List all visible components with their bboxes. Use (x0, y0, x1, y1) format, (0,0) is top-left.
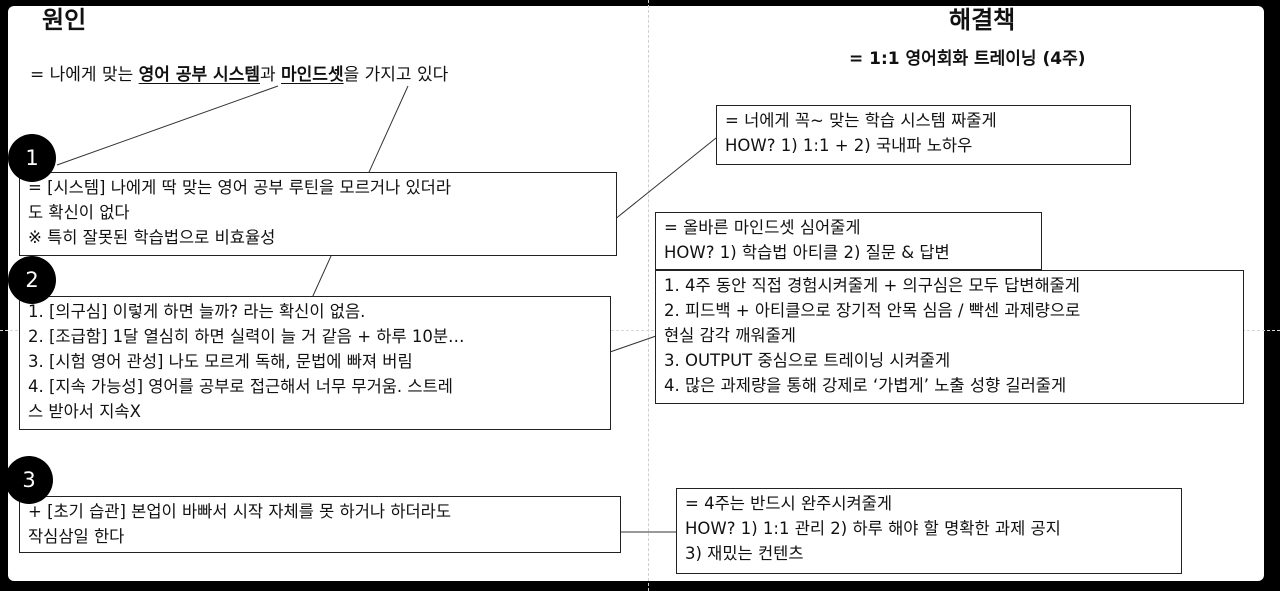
solution-line: = 4주는 반드시 완주시켜줄게 (685, 494, 893, 513)
cause-line: = [시스템] 나에게 딱 맞는 영어 공부 루틴을 모르거나 있더라 (28, 178, 452, 197)
solution-box-1: = 너에게 꼭~ 맞는 학습 시스템 짜줄게 HOW? 1) 1:1 + 2) … (716, 105, 1131, 165)
solution-line: 3) 재밌는 컨텐츠 (685, 544, 804, 563)
solution-line: HOW? 1) 1:1 + 2) 국내파 노하우 (725, 136, 973, 155)
solution-box-3: = 4주는 반드시 완주시켜줄게 HOW? 1) 1:1 관리 2) 하루 해야… (676, 488, 1182, 574)
cause-line: 도 확신이 없다 (28, 203, 130, 222)
row-divider (0, 330, 1280, 331)
cause-summary-text: 과 (259, 65, 282, 85)
solution-line: 3. OUTPUT 중심으로 트레이닝 시켜줄게 (664, 351, 951, 370)
cause-line: 3. [시험 영어 관성] 나도 모르게 독해, 문법에 빠져 버림 (28, 352, 413, 371)
column-divider (648, 0, 649, 591)
solution-line: = 너에게 꼭~ 맞는 학습 시스템 짜줄게 (725, 111, 997, 130)
solution-line: = 올바른 마인드셋 심어줄게 (664, 218, 861, 237)
cause-line: 4. [지속 가능성] 영어를 공부로 접근해서 너무 무거움. 스트레 (28, 377, 453, 396)
cause-line: 2. [조급함] 1달 열심히 하면 실력이 늘 거 같음 + 하루 10분… (28, 327, 465, 346)
solution-line: 2. 피드백 + 아티클으로 장기적 안목 심음 / 빡센 과제량으로 (664, 301, 1081, 320)
cause-summary: = 나에게 맞는 영어 공부 시스템과 마인드셋을 가지고 있다 (30, 60, 448, 85)
solution-subtitle: = 1:1 영어회화 트레이닝 (4주) (849, 49, 1086, 69)
cause-line: 작심삼일 한다 (28, 527, 125, 546)
cause-box-1: = [시스템] 나에게 딱 맞는 영어 공부 루틴을 모르거나 있더라 도 확신… (19, 172, 617, 256)
solution-line: 현실 감각 깨워줄게 (664, 326, 796, 345)
number-badge-1: 1 (8, 134, 56, 182)
solution-line: 4. 많은 과제량을 통해 강제로 ‘가볍게’ 노출 성향 길러줄게 (664, 376, 1067, 395)
cause-box-3: + [초기 습관] 본업이 바빠서 시작 자체를 못 하거나 하더라도 작심삼일… (19, 496, 621, 553)
solution-heading: 해결책 (949, 6, 1016, 34)
cause-summary-text: = 나에게 맞는 (30, 65, 139, 85)
cause-summary-emphasis-system: 영어 공부 시스템 (138, 65, 260, 85)
solution-line: 1. 4주 동안 직접 경험시켜줄게 + 의구심은 모두 답변해줄게 (664, 276, 1080, 295)
number-badge-3: 3 (5, 456, 53, 504)
cause-line: + [초기 습관] 본업이 바빠서 시작 자체를 못 하거나 하더라도 (28, 502, 452, 521)
number-badge-2: 2 (8, 256, 56, 304)
cause-heading: 원인 (42, 6, 87, 34)
solution-line: HOW? 1) 학습법 아티클 2) 질문 & 답변 (664, 243, 950, 262)
solution-line: HOW? 1) 1:1 관리 2) 하루 해야 할 명확한 과제 공지 (685, 519, 1061, 538)
cause-box-2: 1. [의구심] 이렇게 하면 늘까? 라는 확신이 없음. 2. [조급함] … (19, 296, 611, 430)
cause-summary-emphasis-mindset: 마인드셋 (281, 65, 344, 85)
cause-line: ※ 특히 잘못된 학습법으로 비효율성 (28, 228, 276, 247)
cause-summary-text: 을 가지고 있다 (343, 65, 449, 85)
cause-line: 1. [의구심] 이렇게 하면 늘까? 라는 확신이 없음. (28, 302, 366, 321)
solution-box-2b: 1. 4주 동안 직접 경험시켜줄게 + 의구심은 모두 답변해줄게 2. 피드… (655, 270, 1244, 404)
cause-line: 스 받아서 지속X (28, 402, 141, 421)
solution-box-2a: = 올바른 마인드셋 심어줄게 HOW? 1) 학습법 아티클 2) 질문 & … (655, 212, 1042, 270)
